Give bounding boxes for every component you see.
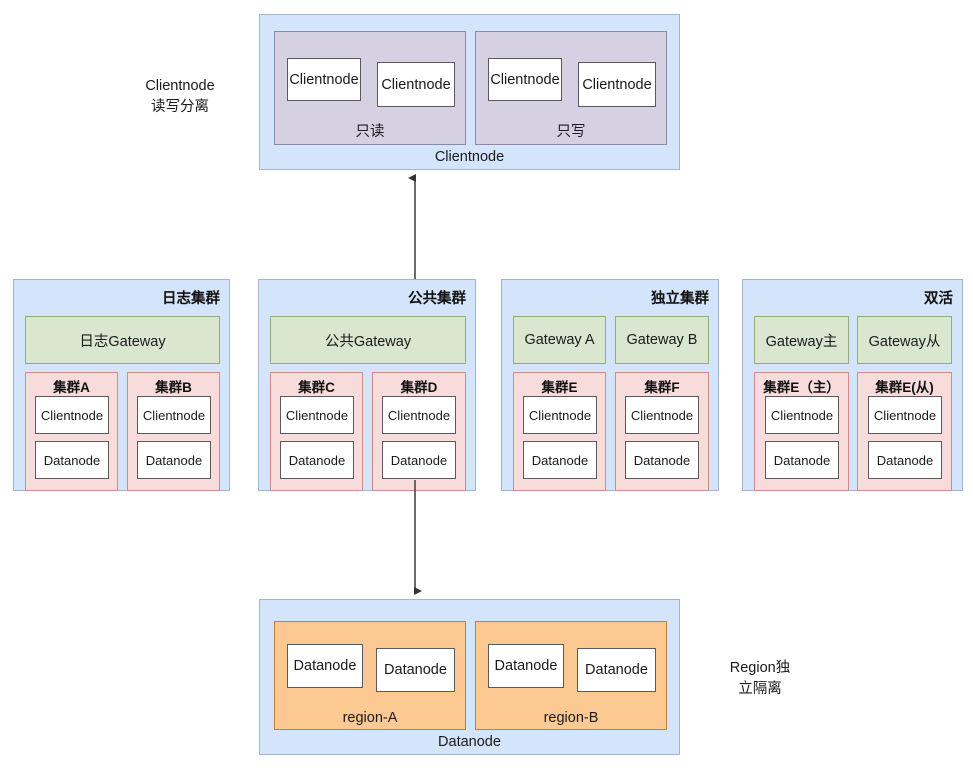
cluster-title: 集群E(从) bbox=[875, 380, 934, 395]
gateway-box[interactable]: Gateway B bbox=[615, 316, 709, 364]
panel-title: 日志集群 bbox=[162, 291, 220, 307]
group-caption: region-A bbox=[342, 710, 398, 726]
group-caption: 只读 bbox=[355, 124, 385, 140]
clientnode-node[interactable]: Clientnode bbox=[377, 62, 455, 107]
panel-public-cluster[interactable]: 公共集群 公共Gateway 集群C Clientnode Datanode 集… bbox=[258, 279, 476, 491]
cluster-box[interactable]: 集群C Clientnode Datanode bbox=[270, 372, 363, 491]
note-line-1: Clientnode bbox=[145, 78, 215, 94]
cluster-node-clientnode[interactable]: Clientnode bbox=[35, 396, 109, 434]
note-line-1: Region独 bbox=[729, 660, 791, 676]
cluster-node-datanode[interactable]: Datanode bbox=[868, 441, 942, 479]
panel-title: 独立集群 bbox=[651, 291, 709, 307]
note-clientnode-readwrite-split: Clientnode 读写分离 bbox=[115, 76, 245, 118]
cluster-node-clientnode[interactable]: Clientnode bbox=[765, 396, 839, 434]
group-caption: region-B bbox=[543, 710, 599, 726]
cluster-title: 集群E（主） bbox=[763, 380, 840, 395]
cluster-node-clientnode[interactable]: Clientnode bbox=[625, 396, 699, 434]
cluster-node-datanode[interactable]: Datanode bbox=[523, 441, 597, 479]
cluster-box[interactable]: 集群E（主） Clientnode Datanode bbox=[754, 372, 849, 491]
cluster-node-datanode[interactable]: Datanode bbox=[382, 441, 456, 479]
clientnode-section[interactable]: Clientnode Clientnode 只读 Clientnode Clie… bbox=[259, 14, 680, 170]
datanode-node[interactable]: Datanode bbox=[376, 648, 455, 692]
cluster-box[interactable]: 集群A Clientnode Datanode bbox=[25, 372, 118, 491]
cluster-title: 集群E bbox=[541, 380, 578, 395]
note-line-2: 立隔离 bbox=[738, 681, 782, 698]
gateway-box[interactable]: Gateway从 bbox=[857, 316, 952, 364]
panel-log-cluster[interactable]: 日志集群 日志Gateway 集群A Clientnode Datanode 集… bbox=[13, 279, 230, 491]
gateway-box[interactable]: Gateway A bbox=[513, 316, 606, 364]
cluster-title: 集群F bbox=[644, 380, 680, 395]
gateway-box[interactable]: 日志Gateway bbox=[25, 316, 220, 364]
datanode-section[interactable]: Datanode Datanode region-A Datanode Data… bbox=[259, 599, 680, 755]
section-caption: Datanode bbox=[438, 734, 501, 750]
cluster-title: 集群A bbox=[53, 380, 90, 395]
cluster-title: 集群C bbox=[298, 380, 335, 395]
cluster-node-clientnode[interactable]: Clientnode bbox=[523, 396, 597, 434]
cluster-box[interactable]: 集群E(从) Clientnode Datanode bbox=[857, 372, 952, 491]
panel-title: 公共集群 bbox=[408, 291, 466, 307]
cluster-box[interactable]: 集群E Clientnode Datanode bbox=[513, 372, 606, 491]
note-line-2: 读写分离 bbox=[151, 99, 209, 116]
cluster-title: 集群D bbox=[400, 380, 438, 395]
clientnode-node[interactable]: Clientnode bbox=[578, 62, 656, 107]
cluster-node-datanode[interactable]: Datanode bbox=[137, 441, 211, 479]
cluster-node-clientnode[interactable]: Clientnode bbox=[868, 396, 942, 434]
cluster-node-clientnode[interactable]: Clientnode bbox=[382, 396, 456, 434]
panel-title: 双活 bbox=[924, 291, 953, 307]
group-caption: 只写 bbox=[556, 124, 586, 140]
section-caption: Clientnode bbox=[434, 149, 505, 165]
clientnode-group-readonly[interactable]: Clientnode Clientnode 只读 bbox=[274, 31, 466, 145]
cluster-node-clientnode[interactable]: Clientnode bbox=[280, 396, 354, 434]
datanode-node[interactable]: Datanode bbox=[577, 648, 656, 692]
cluster-title: 集群B bbox=[155, 380, 192, 395]
clientnode-node[interactable]: Clientnode bbox=[488, 58, 562, 101]
cluster-box[interactable]: 集群F Clientnode Datanode bbox=[615, 372, 709, 491]
datanode-node[interactable]: Datanode bbox=[287, 644, 363, 688]
note-region-isolation: Region独 立隔离 bbox=[695, 658, 825, 700]
gateway-box[interactable]: Gateway主 bbox=[754, 316, 849, 364]
cluster-node-clientnode[interactable]: Clientnode bbox=[137, 396, 211, 434]
gateway-box[interactable]: 公共Gateway bbox=[270, 316, 466, 364]
clientnode-group-writeonly[interactable]: Clientnode Clientnode 只写 bbox=[475, 31, 667, 145]
panel-dual-active[interactable]: 双活 Gateway主 Gateway从 集群E（主） Clientnode D… bbox=[742, 279, 963, 491]
cluster-node-datanode[interactable]: Datanode bbox=[280, 441, 354, 479]
cluster-node-datanode[interactable]: Datanode bbox=[35, 441, 109, 479]
panel-independent-cluster[interactable]: 独立集群 Gateway A Gateway B 集群E Clientnode … bbox=[501, 279, 719, 491]
cluster-box[interactable]: 集群D Clientnode Datanode bbox=[372, 372, 466, 491]
cluster-node-datanode[interactable]: Datanode bbox=[625, 441, 699, 479]
datanode-node[interactable]: Datanode bbox=[488, 644, 564, 688]
datanode-group-region-a[interactable]: Datanode Datanode region-A bbox=[274, 621, 466, 730]
cluster-node-datanode[interactable]: Datanode bbox=[765, 441, 839, 479]
clientnode-node[interactable]: Clientnode bbox=[287, 58, 361, 101]
cluster-box[interactable]: 集群B Clientnode Datanode bbox=[127, 372, 220, 491]
datanode-group-region-b[interactable]: Datanode Datanode region-B bbox=[475, 621, 667, 730]
